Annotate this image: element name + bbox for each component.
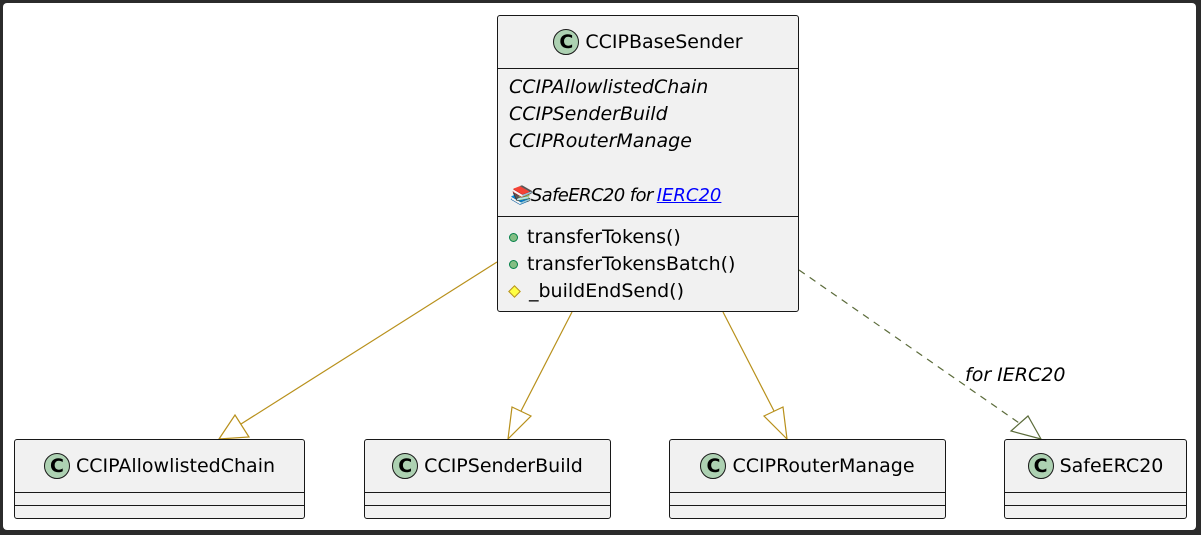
operation-label: transferTokens() bbox=[527, 226, 681, 248]
class-ccipsenderbuild: C CCIPSenderBuild bbox=[364, 439, 611, 519]
class-header: C SafeERC20 bbox=[1005, 440, 1186, 492]
dependency-line-safeerc20 bbox=[798, 269, 1023, 426]
operation-item: transferTokens() bbox=[509, 226, 681, 248]
inheritance-arrowhead-senderbuild bbox=[507, 406, 533, 441]
for-keyword: for bbox=[629, 185, 654, 206]
divider bbox=[1005, 492, 1186, 493]
dependency-arrowhead-safeerc20 bbox=[1009, 415, 1043, 440]
class-header: C CCIPBaseSender bbox=[498, 16, 798, 68]
divider bbox=[15, 492, 304, 493]
class-badge: C bbox=[553, 29, 580, 55]
public-visibility-icon bbox=[509, 259, 518, 269]
public-visibility-icon bbox=[509, 232, 518, 242]
operation-label: _buildEndSend() bbox=[529, 280, 685, 302]
class-name: CCIPAllowlistedChain bbox=[75, 455, 276, 477]
attribute-item: CCIPAllowlistedChain bbox=[509, 76, 709, 98]
dependency-label: for IERC20 bbox=[965, 364, 1066, 386]
ierc20-link[interactable]: IERC20 bbox=[656, 185, 722, 206]
class-ccipbasesender: C CCIPBaseSender CCIPAllowlistedChain CC… bbox=[497, 15, 799, 312]
class-ccipallowlistedchain: C CCIPAllowlistedChain bbox=[14, 439, 305, 519]
class-name: CCIPRouterManage bbox=[732, 455, 915, 477]
class-name: CCIPSenderBuild bbox=[424, 455, 583, 477]
class-ccipro­utermanage: C CCIPRouterManage bbox=[669, 439, 946, 519]
inheritance-arrowhead-routermanage bbox=[762, 406, 788, 441]
class-header: C CCIPRouterManage bbox=[670, 440, 945, 492]
class-name: SafeERC20 bbox=[1059, 455, 1164, 477]
protected-visibility-icon bbox=[508, 284, 521, 298]
divider bbox=[1005, 505, 1186, 506]
books-icon: 📚 bbox=[509, 185, 531, 206]
attribute-item: CCIPRouterManage bbox=[509, 130, 692, 152]
class-badge: C bbox=[1027, 453, 1054, 479]
operation-label: transferTokensBatch() bbox=[527, 253, 736, 275]
inheritance-line-senderbuild bbox=[520, 311, 573, 412]
divider bbox=[498, 216, 798, 217]
inheritance-line-allowlisted bbox=[240, 261, 498, 425]
class-header: C CCIPSenderBuild bbox=[365, 440, 610, 492]
divider bbox=[365, 505, 610, 506]
operation-item: transferTokensBatch() bbox=[509, 253, 735, 275]
divider bbox=[670, 505, 945, 506]
class-badge: C bbox=[700, 453, 727, 479]
divider bbox=[670, 492, 945, 493]
library-name: SafeERC20 bbox=[530, 185, 625, 206]
class-header: C CCIPAllowlistedChain bbox=[15, 440, 304, 492]
operation-item: _buildEndSend() bbox=[508, 280, 685, 302]
divider bbox=[15, 505, 304, 506]
divider bbox=[498, 68, 798, 69]
class-badge: C bbox=[43, 453, 70, 479]
inheritance-line-routermanage bbox=[722, 311, 775, 412]
inheritance-arrowhead-allowlisted bbox=[217, 413, 251, 440]
divider bbox=[365, 492, 610, 493]
class-name: CCIPBaseSender bbox=[585, 31, 743, 53]
attribute-item: CCIPSenderBuild bbox=[509, 103, 668, 125]
class-badge: C bbox=[392, 453, 419, 479]
class-safeerc20: C SafeERC20 bbox=[1004, 439, 1187, 519]
